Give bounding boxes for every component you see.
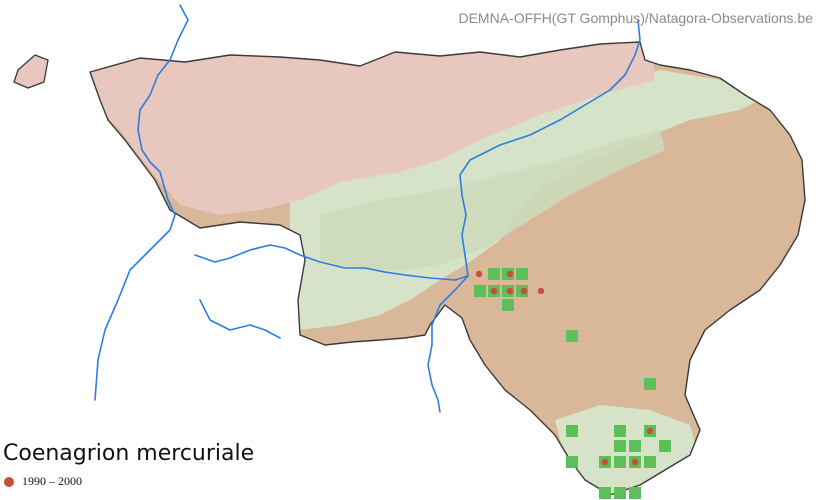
river-west <box>94 4 189 401</box>
occurrence-dot <box>520 287 528 295</box>
map-credit: DEMNA-OFFH(GT Gomphus)/Natagora-Observat… <box>458 10 813 26</box>
occurrence-square <box>516 268 528 280</box>
occurrence-square <box>474 285 486 297</box>
occurrence-square <box>644 456 656 468</box>
legend-item: 1990 – 2000 <box>4 474 82 489</box>
legend-dot <box>4 476 14 487</box>
river-tributary <box>199 299 281 339</box>
occurrence-square <box>614 425 626 437</box>
region-outline <box>89 41 806 496</box>
occurrence-square <box>614 456 626 468</box>
occurrence-square <box>599 487 611 499</box>
occurrence-square <box>629 487 641 499</box>
legend-label: 1990 – 2000 <box>22 474 82 488</box>
river-meuse-south <box>427 275 469 413</box>
occurrence-dot <box>506 287 514 295</box>
occurrence-square <box>488 268 500 280</box>
occurrence-square <box>629 440 641 452</box>
occurrence-square <box>644 378 656 390</box>
occurrence-dot <box>490 287 498 295</box>
occurrence-square <box>502 299 514 311</box>
occurrence-square <box>614 487 626 499</box>
occurrence-square <box>566 330 578 342</box>
occurrence-dot <box>506 270 514 278</box>
occurrence-dot <box>537 287 545 295</box>
river-meuse-north <box>459 19 641 277</box>
enclave-region <box>13 54 49 89</box>
occurrence-square <box>566 456 578 468</box>
occurrence-dot <box>475 270 483 278</box>
region-hill-band <box>320 130 665 270</box>
species-title: Coenagrion mercuriale <box>3 441 255 466</box>
occurrence-square <box>659 440 671 452</box>
occurrence-dot <box>646 427 654 435</box>
region-north <box>90 42 655 215</box>
occurrence-square <box>566 425 578 437</box>
river-sambre <box>194 244 469 281</box>
occurrence-square <box>614 440 626 452</box>
occurrence-dot <box>631 458 639 466</box>
occurrence-dot <box>601 458 609 466</box>
